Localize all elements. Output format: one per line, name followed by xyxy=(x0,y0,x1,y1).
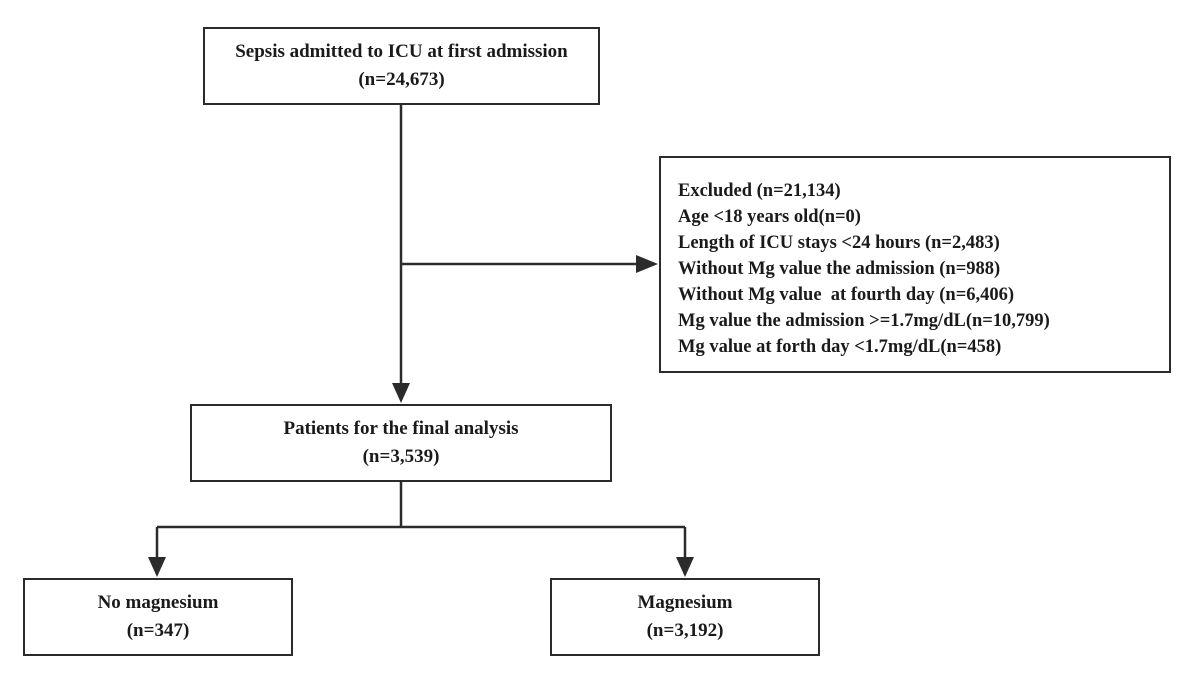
no-magnesium-title: No magnesium xyxy=(97,592,219,613)
sepsis-admission-title: Sepsis admitted to ICU at first admissio… xyxy=(235,41,568,62)
excluded-no-mg-admission: Without Mg value the admission (n=988) xyxy=(678,259,1001,279)
arrowhead-to-no-magnesium xyxy=(148,557,166,577)
magnesium-box: Magnesium (n=3,192) xyxy=(550,578,820,656)
final-analysis-title: Patients for the final analysis xyxy=(283,418,519,439)
no-magnesium-count: (n=347) xyxy=(126,620,190,641)
no-magnesium-box: No magnesium (n=347) xyxy=(23,578,293,656)
excluded-icu-stay: Length of ICU stays <24 hours (n=2,483) xyxy=(678,233,1000,253)
excluded-box: Excluded (n=21,134) Age <18 years old(n=… xyxy=(659,156,1171,373)
excluded-total: Excluded (n=21,134) xyxy=(678,181,841,201)
magnesium-count: (n=3,192) xyxy=(646,620,724,641)
excluded-mg-admission-high: Mg value the admission >=1.7mg/dL(n=10,7… xyxy=(678,311,1050,331)
excluded-mg-fourth-day-low: Mg value at forth day <1.7mg/dL(n=458) xyxy=(678,337,1002,357)
final-analysis-count: (n=3,539) xyxy=(362,446,440,467)
sepsis-admission-box: Sepsis admitted to ICU at first admissio… xyxy=(203,27,600,105)
arrowhead-to-magnesium xyxy=(676,557,694,577)
excluded-age: Age <18 years old(n=0) xyxy=(678,207,861,227)
sepsis-admission-count: (n=24,673) xyxy=(358,69,445,90)
arrowhead-to-final xyxy=(392,383,410,403)
arrowhead-to-excluded xyxy=(636,255,658,273)
excluded-no-mg-fourth-day: Without Mg value at fourth day (n=6,406) xyxy=(678,285,1015,305)
magnesium-title: Magnesium xyxy=(637,592,733,613)
final-analysis-box: Patients for the final analysis (n=3,539… xyxy=(190,404,612,482)
